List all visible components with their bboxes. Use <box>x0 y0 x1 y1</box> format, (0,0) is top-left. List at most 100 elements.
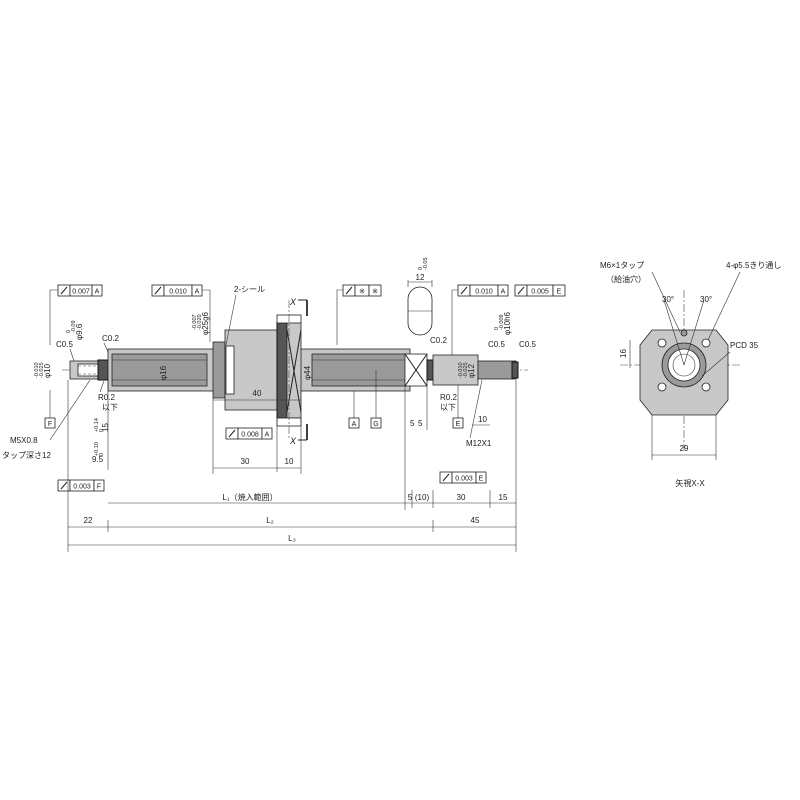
svg-text:A: A <box>265 432 270 439</box>
svg-text:0.003: 0.003 <box>455 476 473 483</box>
svg-text:0: 0 <box>418 267 424 270</box>
dim-l3-row: L₃ <box>68 534 516 546</box>
svg-text:30: 30 <box>457 493 466 502</box>
dim-left-small: 15 +0.14 0 9.5 +0.10 0 <box>92 380 110 470</box>
svg-text:F: F <box>97 484 101 491</box>
svg-text:5: 5 <box>418 419 423 428</box>
svg-text:-0.05: -0.05 <box>423 257 429 270</box>
dim-right-small: 5 5 10 <box>404 386 490 510</box>
svg-text:10: 10 <box>478 415 487 424</box>
svg-text:10: 10 <box>285 457 294 466</box>
svg-text:9.5: 9.5 <box>92 455 104 464</box>
dim-40: 40 <box>212 389 302 474</box>
svg-text:G: G <box>373 421 378 428</box>
m12-label: M12X1 <box>466 439 492 448</box>
frame-right-face: 0.003 E <box>439 471 487 484</box>
c02-left-label: C0.2 <box>102 334 119 343</box>
svg-text:0: 0 <box>99 453 105 456</box>
seal-label: 2-シール <box>234 285 265 294</box>
svg-text:E: E <box>479 476 484 483</box>
svg-text:0.003: 0.003 <box>73 484 91 491</box>
dim-30-10: 30 10 <box>213 418 301 472</box>
svg-text:-0.009: -0.009 <box>499 314 505 330</box>
c05-left-label: C0.5 <box>56 340 73 349</box>
d10-label: φ10 <box>43 363 52 378</box>
c05-right-end-label: C0.5 <box>519 340 536 349</box>
ball-nut <box>212 300 302 440</box>
frame-left-shaft-runout: 0.010 A <box>151 284 211 342</box>
end-view: M6×1タップ （給油穴） 4-φ5.5きり通し 30° 30° PCD 35 … <box>600 260 781 488</box>
svg-text:40: 40 <box>253 389 262 398</box>
svg-text:※: ※ <box>359 289 365 296</box>
r02-left-label: R0.2 <box>98 393 115 402</box>
svg-text:-0.020: -0.020 <box>197 314 203 330</box>
d96-label: φ9.6 <box>75 323 84 340</box>
svg-text:(10): (10) <box>415 493 430 502</box>
r02-right-label: R0.2 <box>440 393 457 402</box>
svg-text:5: 5 <box>410 419 415 428</box>
svg-text:+0.14: +0.14 <box>94 418 100 432</box>
svg-text:A: A <box>195 289 200 296</box>
svg-text:-0.007: -0.007 <box>192 314 198 330</box>
svg-text:E: E <box>456 421 461 428</box>
svg-text:0.008: 0.008 <box>241 432 259 439</box>
c02-right-label: C0.2 <box>430 336 447 345</box>
svg-text:+0.10: +0.10 <box>94 442 100 456</box>
svg-text:（給油穴）: （給油穴） <box>606 274 646 284</box>
svg-text:-0.025: -0.025 <box>463 362 469 378</box>
m5-depth-label: タップ深さ12 <box>2 451 51 460</box>
svg-text:L₃: L₃ <box>288 534 296 543</box>
svg-text:L₁（焼入範囲）: L₁（焼入範囲） <box>222 492 277 502</box>
frame-nut-top: ※ ※ <box>336 284 382 345</box>
svg-text:0.007: 0.007 <box>72 289 90 296</box>
svg-text:-0.025: -0.025 <box>39 362 45 378</box>
r02-left-sub: 以下 <box>102 403 118 412</box>
svg-text:A: A <box>95 289 100 296</box>
d12-label: φ12 <box>467 363 476 378</box>
svg-text:0: 0 <box>66 330 72 333</box>
section-x-top: X <box>289 297 297 307</box>
svg-text:E: E <box>557 289 562 296</box>
svg-text:15: 15 <box>499 493 508 502</box>
svg-text:A: A <box>352 421 357 428</box>
svg-text:L₂: L₂ <box>266 516 274 525</box>
nut-top-oval: 12 <box>407 273 433 336</box>
datum-a: A <box>348 391 360 429</box>
frame-right-end-runout: 0.005 E <box>514 284 566 297</box>
svg-text:4-φ5.5きり通し: 4-φ5.5きり通し <box>726 260 781 270</box>
svg-text:M6×1タップ: M6×1タップ <box>600 261 644 270</box>
d44-label: φ44 <box>303 365 312 380</box>
svg-text:0.010: 0.010 <box>475 289 493 296</box>
svg-text:30: 30 <box>241 457 250 466</box>
frame-right-journal-runout: 0.010 A <box>451 284 509 355</box>
svg-text:30°: 30° <box>662 295 674 304</box>
svg-text:-0.010: -0.010 <box>34 362 40 378</box>
d25-label: φ25g6 <box>201 311 210 335</box>
datum-g: G <box>370 370 382 429</box>
svg-text:16: 16 <box>619 349 628 358</box>
datum-e: E <box>452 385 464 429</box>
svg-text:0: 0 <box>99 429 105 432</box>
section-x-bottom: X <box>289 436 297 446</box>
dim-12-top: 12 <box>416 273 425 282</box>
frame-flange-face: 0.008 A <box>225 427 273 440</box>
end-view-caption: 矢視X-X <box>675 478 705 488</box>
svg-text:30°: 30° <box>700 295 712 304</box>
dia-labels: φ10 -0.010 -0.025 φ9.6 0 -0.09 φ16 φ25g6… <box>34 257 512 380</box>
r02-right-sub: 以下 <box>440 403 456 412</box>
d16-label: φ16 <box>159 365 168 380</box>
svg-text:F: F <box>48 421 52 428</box>
svg-text:0.005: 0.005 <box>531 289 549 296</box>
frame-left-journal-runout: 0.007 A <box>49 284 103 345</box>
svg-text:5: 5 <box>408 493 413 502</box>
svg-text:-0.09: -0.09 <box>71 320 77 333</box>
dim-l1-row: L₁（焼入範囲） 5 (10) 30 15 <box>108 380 517 552</box>
svg-text:45: 45 <box>471 516 480 525</box>
svg-text:PCD 35: PCD 35 <box>730 341 759 350</box>
datum-f: F <box>44 390 56 429</box>
d10h6-label: φ10h6 <box>503 311 512 335</box>
c05-right-label: C0.5 <box>488 340 505 349</box>
m5-label: M5X0.8 <box>10 436 38 445</box>
svg-text:A: A <box>501 289 506 296</box>
svg-text:0.010: 0.010 <box>169 289 187 296</box>
